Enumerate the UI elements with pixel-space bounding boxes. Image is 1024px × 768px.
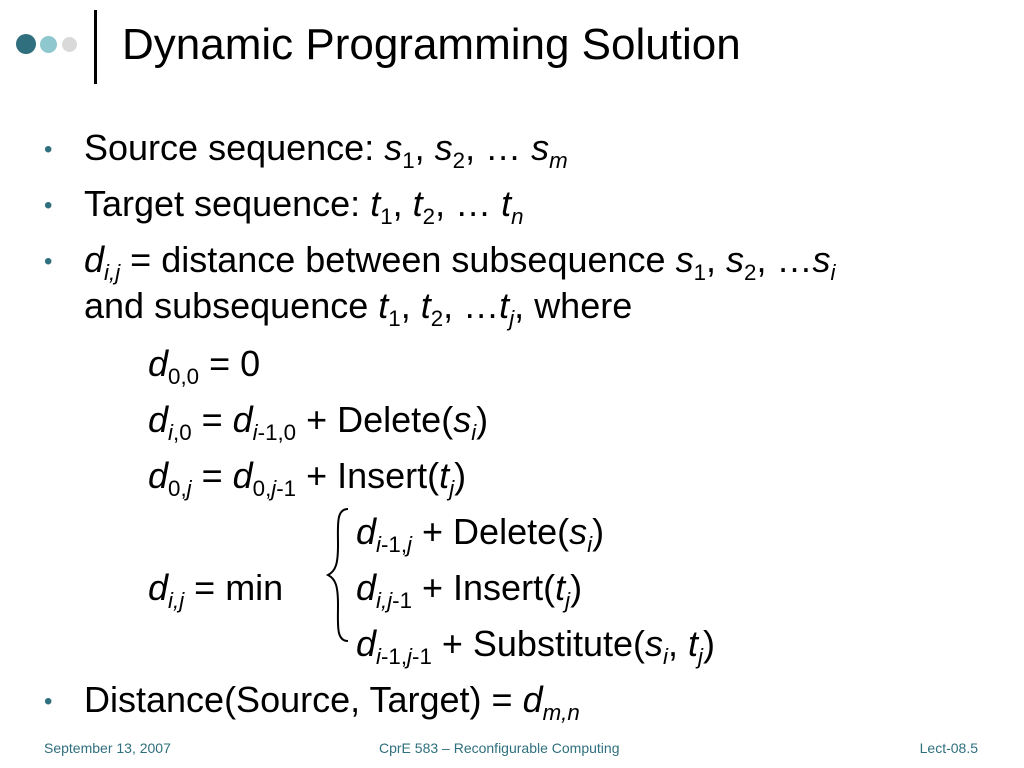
s-subsequence-math: s1, s2, …si <box>675 239 836 285</box>
source-sequence-line: Source sequence: s1, s2, … sm <box>84 127 568 173</box>
final-distance-line: Distance(Source, Target) = dm,n <box>84 679 580 725</box>
target-label: Target sequence: <box>84 183 361 224</box>
title-decoration-dots <box>16 34 88 54</box>
final-distance-math: = dm,n <box>491 679 580 725</box>
bullet-marker: • <box>44 688 53 715</box>
op-min: min <box>225 567 284 608</box>
title-divider <box>94 10 97 84</box>
final-label: Distance(Source, Target) <box>84 679 482 720</box>
dot-dark <box>16 34 36 54</box>
footer-date: September 13, 2007 <box>44 740 171 756</box>
source-label: Source sequence: <box>84 127 375 168</box>
bullet-marker: • <box>44 192 53 219</box>
footer-course: CprE 583 – Reconfigurable Computing <box>379 740 620 756</box>
where-word: where <box>534 285 633 326</box>
dij-symbol: di,j = <box>84 239 162 285</box>
op-insert: Insert <box>337 455 428 496</box>
t-subsequence-math: t1, t2, …tj, <box>378 285 525 331</box>
target-sequence-math: t1, t2, … tn <box>370 183 524 229</box>
op-delete: Delete <box>337 399 442 440</box>
target-sequence-line: Target sequence: t1, t2, … tn <box>84 183 524 229</box>
min-case-delete: di-1,j + Delete(si) <box>356 511 605 557</box>
equation-first-row: d0,j = d0,j-1 + Insert(tj) <box>148 455 467 501</box>
op-insert: Insert <box>453 567 544 608</box>
footer-lecture: Lect-08.5 <box>919 740 978 756</box>
min-case-substitute: di-1,j-1 + Substitute(si, tj) <box>356 623 715 669</box>
equation-general-lhs: di,j = min <box>148 567 284 613</box>
bullet-marker: • <box>44 248 53 275</box>
op-substitute: Substitute <box>472 623 633 664</box>
distance-definition-line-1: di,j = distance between subsequence s1, … <box>84 239 836 285</box>
equation-base-case: d0,0 = 0 <box>148 343 261 389</box>
equation-first-column: di,0 = di-1,0 + Delete(si) <box>148 399 489 445</box>
distance-desc-1: distance between subsequence <box>161 239 666 280</box>
op-delete: Delete <box>453 511 558 552</box>
left-brace <box>325 508 349 642</box>
dot-light <box>62 37 77 52</box>
slide-title: Dynamic Programming Solution <box>122 20 741 69</box>
bullet-marker: • <box>44 136 53 163</box>
dot-mid <box>40 36 57 53</box>
source-sequence-math: s1, s2, … sm <box>384 127 568 173</box>
min-case-insert: di,j-1 + Insert(tj) <box>356 567 583 613</box>
distance-desc-2: and subsequence <box>84 285 369 326</box>
distance-definition-line-2: and subsequence t1, t2, …tj, where <box>84 285 633 331</box>
